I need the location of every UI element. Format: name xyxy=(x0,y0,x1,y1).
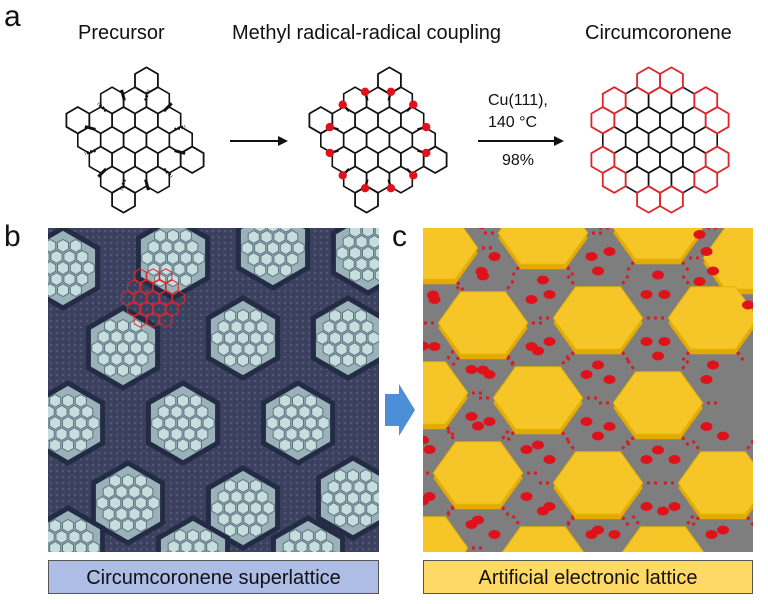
panel-b-letter: b xyxy=(4,220,21,253)
product-title: Circumcoronene xyxy=(585,22,732,44)
precursor-structure xyxy=(65,66,205,214)
lattice-render xyxy=(423,228,753,552)
condition-yield: 98% xyxy=(502,152,535,169)
reaction-arrow-1 xyxy=(230,136,288,146)
panel-a-letter: a xyxy=(4,0,21,33)
condition-substrate: Cu(111), xyxy=(488,92,548,109)
panel-c-caption: Artificial electronic lattice xyxy=(423,560,753,594)
panel-b-caption: Circumcoronene superlattice xyxy=(48,560,379,594)
condition-temperature: 140 °C xyxy=(488,114,538,131)
panel-c-letter: c xyxy=(392,220,407,253)
blue-arrow-icon xyxy=(385,384,415,436)
precursor-title: Precursor xyxy=(78,22,165,44)
coupling-title: Methyl radical-radical coupling xyxy=(232,22,502,44)
reaction-arrow-2 xyxy=(478,136,564,146)
circumcoronene-structure xyxy=(590,66,730,214)
stm-image xyxy=(48,228,379,552)
coupling-structure xyxy=(308,66,448,214)
